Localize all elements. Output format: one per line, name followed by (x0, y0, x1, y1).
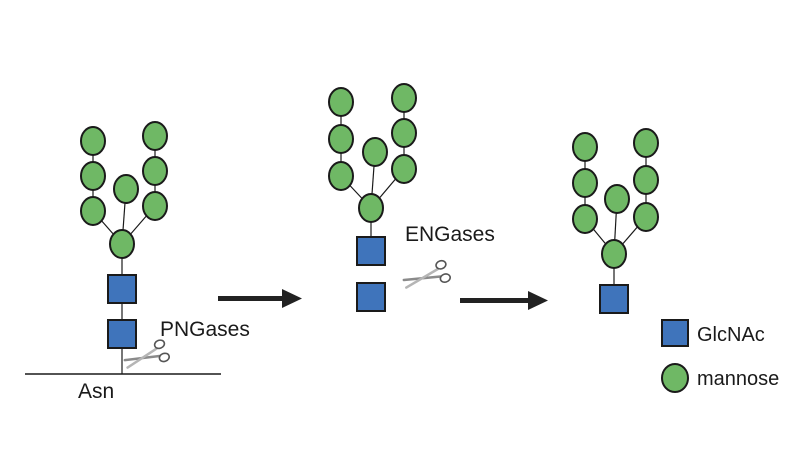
glcnac-residue (107, 274, 137, 304)
mannose-residue (391, 118, 417, 148)
arrow-right-icon (460, 291, 548, 310)
mannose-residue (572, 204, 598, 234)
arrow-right-icon (218, 289, 302, 308)
mannose-residue (391, 83, 417, 113)
pngases-label: PNGases (160, 318, 250, 341)
mannose-residue (328, 161, 354, 191)
glycan-structure-intact: Asn (25, 121, 221, 403)
mannose-residue (109, 229, 135, 259)
mannose-residue (572, 168, 598, 198)
mannose-residue (601, 239, 627, 269)
glycan-structure-engase (328, 83, 417, 312)
asn-label: Asn (78, 380, 114, 403)
glcnac-residue (107, 319, 137, 349)
mannose-residue (604, 184, 630, 214)
mannose-residue (142, 156, 168, 186)
glycan-3-glcnacs (599, 284, 629, 314)
mannose-residue (633, 128, 659, 158)
glcnac-residue (356, 282, 386, 312)
mannose-residue (572, 132, 598, 162)
mannose-circle-icon (661, 363, 689, 393)
glycan-2-mannoses (328, 83, 417, 223)
glycan-2-glcnacs (356, 236, 386, 312)
mannose-residue (358, 193, 384, 223)
mannose-residue (113, 174, 139, 204)
mannose-residue (80, 161, 106, 191)
mannose-residue (391, 154, 417, 184)
mannose-residue (328, 124, 354, 154)
glycan-3-mannoses (572, 128, 659, 269)
legend-mannose-label: mannose (697, 368, 779, 390)
mannose-residue (362, 137, 388, 167)
mannose-residue (142, 191, 168, 221)
glycan-1-mannoses (80, 121, 168, 259)
scissors-icon (123, 339, 171, 369)
scissors-icon (402, 259, 451, 289)
legend: GlcNAc mannose (661, 319, 779, 393)
mannose-residue (328, 87, 354, 117)
glcnac-residue (356, 236, 386, 266)
mannose-residue (142, 121, 168, 151)
glcnac-residue (599, 284, 629, 314)
mannose-residue (633, 202, 659, 232)
glcnac-square-icon (661, 319, 689, 347)
glycan-structure-product (572, 128, 659, 314)
mannose-residue (80, 126, 106, 156)
legend-glcnac-label: GlcNAc (697, 324, 765, 346)
mannose-residue (80, 196, 106, 226)
engases-label: ENGases (405, 223, 495, 246)
mannose-residue (633, 165, 659, 195)
glycan-1-glcnacs (107, 274, 137, 349)
